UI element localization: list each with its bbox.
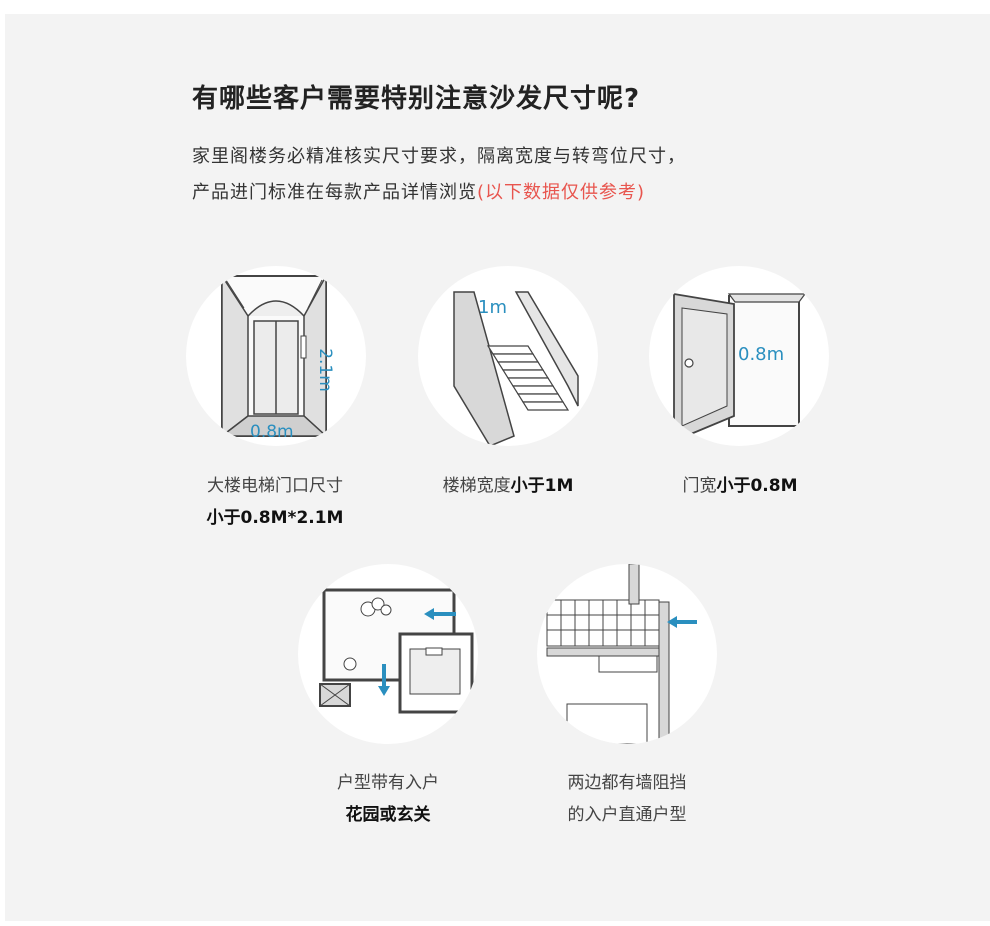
elevator-caption-line-1: 大楼电梯门口尺寸 xyxy=(207,476,343,496)
garden-entrance-caption: 户型带有入户 花园或玄关 xyxy=(258,767,518,831)
door-caption-b: 小于0.8M xyxy=(716,476,798,496)
elevator-height-label: 2.1m xyxy=(314,348,335,392)
stairs-illustration xyxy=(418,266,598,446)
garden-entrance-illustration xyxy=(298,564,478,744)
walled-entry-illustration xyxy=(537,564,717,744)
stairs-caption-b: 小于1M xyxy=(510,476,574,496)
garden-entrance-caption-line-2: 花园或玄关 xyxy=(345,805,431,825)
walled-entry-caption: 两边都有墙阻挡 的入户直通户型 xyxy=(497,767,757,831)
intro-line-1: 家里阁楼务必精准核实尺寸要求，隔离宽度与转弯位尺寸， xyxy=(192,146,686,167)
door-caption-a: 门宽 xyxy=(682,476,717,496)
elevator-width-label: 0.8m xyxy=(250,422,294,442)
walled-entry-caption-line-1: 两边都有墙阻挡 xyxy=(567,773,687,793)
elevator-illustration xyxy=(186,266,366,446)
content-panel xyxy=(5,14,990,921)
stairs-width-label: 1m xyxy=(478,297,507,318)
door-width-label: 0.8m xyxy=(738,344,785,365)
walled-entry-caption-line-2: 的入户直通户型 xyxy=(567,805,687,825)
door-illustration xyxy=(649,266,829,446)
elevator-caption: 大楼电梯门口尺寸 小于0.8M*2.1M xyxy=(145,470,405,534)
garden-entrance-caption-line-1: 户型带有入户 xyxy=(337,773,439,793)
door-caption: 门宽小于0.8M xyxy=(610,470,870,502)
elevator-caption-line-2: 小于0.8M*2.1M xyxy=(206,508,344,528)
intro-line-2: 产品进门标准在每款产品详情浏览(以下数据仅供参考) xyxy=(192,178,645,204)
intro-line-2-text: 产品进门标准在每款产品详情浏览 xyxy=(192,182,477,203)
stairs-caption: 楼梯宽度小于1M xyxy=(378,470,638,502)
stairs-caption-a: 楼梯宽度 xyxy=(442,476,511,496)
intro-note: (以下数据仅供参考) xyxy=(477,182,646,203)
page-title: 有哪些客户需要特别注意沙发尺寸呢? xyxy=(192,84,641,114)
